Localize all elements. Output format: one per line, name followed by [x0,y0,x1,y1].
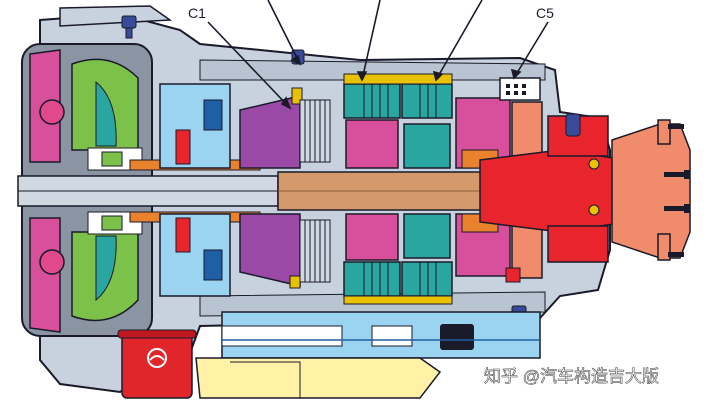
clutch-c1-pack [239,87,331,289]
oil-filter [117,329,197,399]
callout-c5-label: C5 [536,5,554,21]
output-flange [611,119,691,261]
planetary-gear-sets [343,73,511,305]
bolts-and-sensors [121,15,581,321]
oil-pump [159,83,231,297]
valve-body [221,311,541,359]
watermark-text: 知乎 @汽车构造吉大版 [484,367,659,386]
callout-leaders [207,0,549,110]
callout-c1-label: C1 [188,5,206,21]
oil-pan [195,357,442,399]
